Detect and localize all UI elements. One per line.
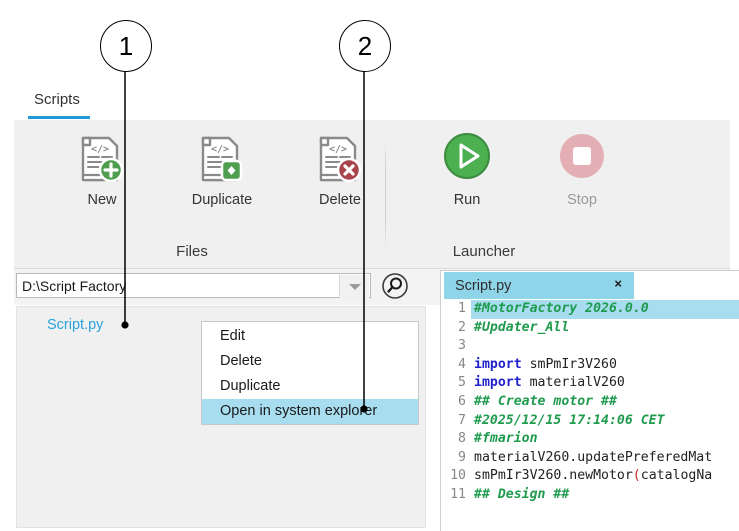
code-line-text: import smPmIr3V260	[474, 356, 617, 372]
context-menu-item-open-in-system-explorer[interactable]: Open in system explorer	[202, 399, 418, 424]
line-number: 6	[441, 392, 471, 412]
line-number: 5	[441, 374, 471, 393]
code-line-text: #2025/12/15 17:14:06 CET	[474, 412, 665, 428]
code-line-text: ## Create motor ##	[474, 393, 617, 409]
code-line-text: materialV260.updatePreferedMat	[474, 449, 713, 465]
delete-button[interactable]: </> Delete	[292, 130, 388, 226]
editor-tabbar: Script.py ×	[441, 271, 739, 299]
path-input-value: D:\Script Factory	[22, 278, 127, 294]
svg-text:</>: </>	[91, 144, 109, 155]
stop-circle-icon	[553, 130, 611, 186]
group-label-files: Files	[176, 243, 208, 260]
code-line-text: ## Design ##	[474, 486, 570, 502]
context-menu: Edit Delete Duplicate Open in system exp…	[201, 321, 419, 425]
svg-text:</>: </>	[211, 144, 229, 155]
context-menu-item-edit[interactable]: Edit	[220, 328, 245, 344]
svg-text:</>: </>	[329, 144, 347, 155]
code-line: 8#fmarion	[441, 430, 739, 449]
ribbon-body: </> New	[14, 120, 730, 268]
callout-marker-1: 1	[100, 20, 152, 72]
line-number: 2	[441, 318, 471, 338]
run-button[interactable]: Run	[419, 130, 515, 226]
script-delete-icon: </>	[311, 130, 369, 186]
line-number: 7	[441, 411, 471, 431]
code-line: 1#MotorFactory 2026.0.0	[441, 300, 739, 319]
tab-scripts[interactable]: Scripts	[34, 91, 80, 108]
code-line: 6## Create motor ##	[441, 392, 739, 412]
stop-button-label: Stop	[567, 192, 597, 208]
tab-active-underline	[28, 116, 90, 119]
line-number: 4	[441, 355, 471, 375]
duplicate-button-label: Duplicate	[191, 192, 253, 208]
group-separator	[385, 140, 386, 250]
code-line-text: smPmIr3V260.newMotor(catalogNa	[474, 468, 713, 484]
editor-tab-script[interactable]: Script.py ×	[444, 272, 634, 299]
magnifier-icon[interactable]	[381, 272, 409, 300]
editor-tab-label: Script.py	[455, 277, 512, 294]
stop-button[interactable]: Stop	[534, 130, 630, 226]
ribbon-tabstrip: Scripts	[14, 86, 730, 120]
list-item-script[interactable]: Script.py	[47, 317, 104, 333]
delete-button-label: Delete	[319, 192, 361, 208]
script-copy-icon: </>	[193, 130, 251, 186]
code-line: 2#Updater_All	[441, 318, 739, 338]
run-button-label: Run	[453, 192, 481, 208]
code-line: 3	[441, 337, 739, 356]
line-number: 11	[441, 485, 471, 505]
code-line: 11## Design ##	[441, 485, 739, 505]
code-line: 7#2025/12/15 17:14:06 CET	[441, 411, 739, 431]
line-number: 8	[441, 430, 471, 449]
close-icon[interactable]: ×	[614, 276, 622, 291]
code-line-text: #fmarion	[474, 431, 538, 447]
duplicate-button[interactable]: </> Duplicate	[174, 130, 270, 226]
ribbon: Scripts </>	[14, 86, 730, 269]
callout-marker-2: 2	[339, 20, 391, 72]
code-line-text: #Updater_All	[474, 319, 570, 335]
code-line-text: import materialV260	[474, 375, 625, 391]
path-combobox[interactable]: D:\Script Factory	[16, 273, 371, 298]
ribbon-group-launcher: Run Stop Launcher	[394, 120, 644, 266]
context-menu-item-duplicate[interactable]: Duplicate	[220, 378, 281, 394]
context-menu-item-delete[interactable]: Delete	[220, 353, 262, 369]
line-number: 10	[441, 467, 471, 486]
play-circle-icon	[438, 130, 496, 186]
line-number: 3	[441, 337, 471, 356]
chevron-down-icon[interactable]	[339, 275, 369, 298]
line-number: 1	[441, 300, 471, 319]
group-label-launcher: Launcher	[452, 243, 516, 260]
new-button-label: New	[87, 192, 117, 208]
ribbon-group-files: </> New	[22, 120, 382, 266]
line-number: 9	[441, 448, 471, 468]
code-line-text: #MotorFactory 2026.0.0	[474, 301, 649, 316]
new-button[interactable]: </> New	[54, 130, 150, 226]
script-add-icon: </>	[73, 130, 131, 186]
